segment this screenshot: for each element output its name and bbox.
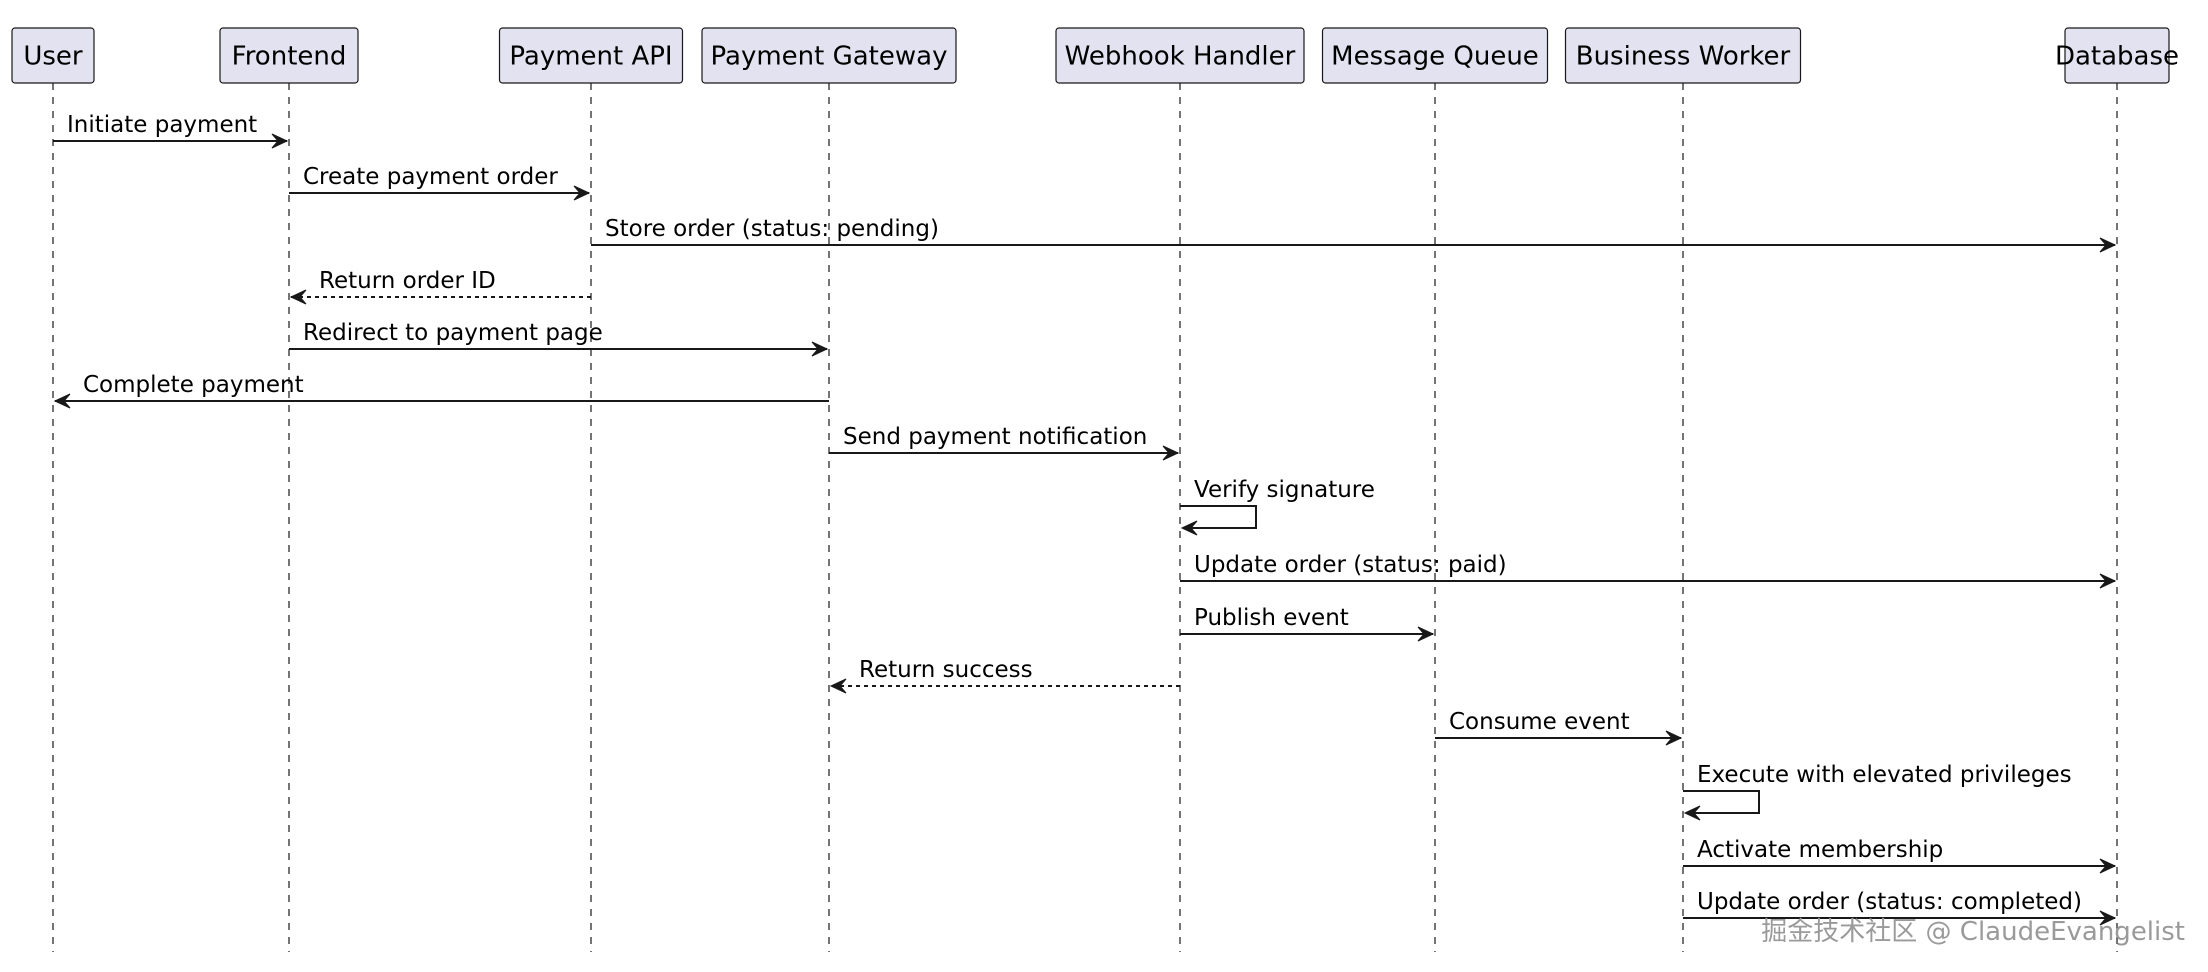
- message-label: Return order ID: [319, 268, 496, 294]
- message-12: Consume event: [1435, 709, 1683, 746]
- message-9: Update order (status: paid): [1180, 552, 2117, 589]
- arrowhead: [2099, 237, 2117, 253]
- message-5: Redirect to payment page: [289, 320, 829, 357]
- arrowhead: [53, 393, 71, 409]
- participant-business-worker: Business Worker: [1564, 27, 1802, 84]
- participant-label: Business Worker: [1576, 42, 1791, 72]
- participant-label: Payment API: [509, 42, 672, 72]
- participant-label: Payment Gateway: [711, 42, 948, 72]
- arrowhead: [573, 185, 591, 201]
- message-3: Store order (status: pending): [591, 216, 2117, 253]
- message-label: Return success: [859, 657, 1033, 683]
- message-15: Update order (status: completed): [1683, 889, 2117, 926]
- message-14: Activate membership: [1683, 837, 2117, 874]
- arrowhead: [811, 341, 829, 357]
- arrowhead: [1683, 805, 1701, 821]
- participant-user: User: [11, 27, 95, 84]
- participant-box: [701, 27, 957, 84]
- message-10: Publish event: [1180, 605, 1435, 642]
- message-7: Send payment notification: [829, 424, 1180, 461]
- participant-box: [2064, 27, 2170, 84]
- participant-payment-api: Payment API: [498, 27, 684, 84]
- participant-payment-gateway: Payment Gateway: [701, 27, 957, 84]
- message-label: Update order (status: paid): [1194, 552, 1507, 578]
- participant-box: [1321, 27, 1549, 84]
- message-label: Redirect to payment page: [303, 320, 603, 346]
- message-label: Store order (status: pending): [605, 216, 939, 242]
- message-11: Return success: [829, 657, 1180, 694]
- message-label: Create payment order: [303, 164, 558, 190]
- watermark: 掘金技术社区 @ ClaudeEvangelist: [1761, 917, 2185, 947]
- message-2: Create payment order: [289, 164, 591, 201]
- message-1: Initiate payment: [53, 112, 289, 149]
- message-label: Send payment notification: [843, 424, 1147, 450]
- participant-label: Message Queue: [1331, 42, 1539, 72]
- message-label: Activate membership: [1697, 837, 1943, 863]
- participant-label: User: [23, 42, 83, 72]
- participant-box: [219, 27, 359, 84]
- participant-box: [1055, 27, 1305, 84]
- self-message-line: [1683, 790, 1760, 814]
- arrowhead: [1180, 520, 1198, 536]
- message-label: Publish event: [1194, 605, 1349, 631]
- arrowhead: [271, 133, 289, 149]
- participants: User Frontend Payment API Payment Gateway We…: [11, 27, 2179, 84]
- message-label: Verify signature: [1194, 477, 1375, 503]
- message-label: Execute with elevated privileges: [1697, 762, 2072, 788]
- arrowhead: [1162, 445, 1180, 461]
- arrowhead: [2099, 910, 2117, 926]
- arrowhead: [1417, 626, 1435, 642]
- message-6: Complete payment: [53, 372, 829, 409]
- message-8: Verify signature: [1180, 477, 1375, 536]
- message-label: Update order (status: completed): [1697, 889, 2082, 915]
- participant-webhook-handler: Webhook Handler: [1055, 27, 1305, 84]
- arrowhead: [2099, 858, 2117, 874]
- message-label: Consume event: [1449, 709, 1630, 735]
- message-label: Initiate payment: [67, 112, 257, 138]
- participant-box: [11, 27, 95, 84]
- self-message-line: [1180, 505, 1257, 529]
- participant-database: Database: [2055, 27, 2179, 84]
- participant-message-queue: Message Queue: [1321, 27, 1549, 84]
- message-13: Execute with elevated privileges: [1683, 762, 2072, 821]
- participant-label: Database: [2055, 42, 2179, 72]
- participant-frontend: Frontend: [219, 27, 359, 84]
- arrowhead: [289, 289, 307, 305]
- arrowhead: [2099, 573, 2117, 589]
- message-4: Return order ID: [289, 268, 591, 305]
- arrowhead: [1665, 730, 1683, 746]
- arrowhead: [829, 678, 847, 694]
- participant-box: [498, 27, 684, 84]
- participant-box: [1564, 27, 1802, 84]
- participant-label: Webhook Handler: [1065, 42, 1296, 72]
- participant-label: Frontend: [232, 42, 347, 72]
- lifelines: [52, 83, 2118, 952]
- message-label: Complete payment: [83, 372, 304, 398]
